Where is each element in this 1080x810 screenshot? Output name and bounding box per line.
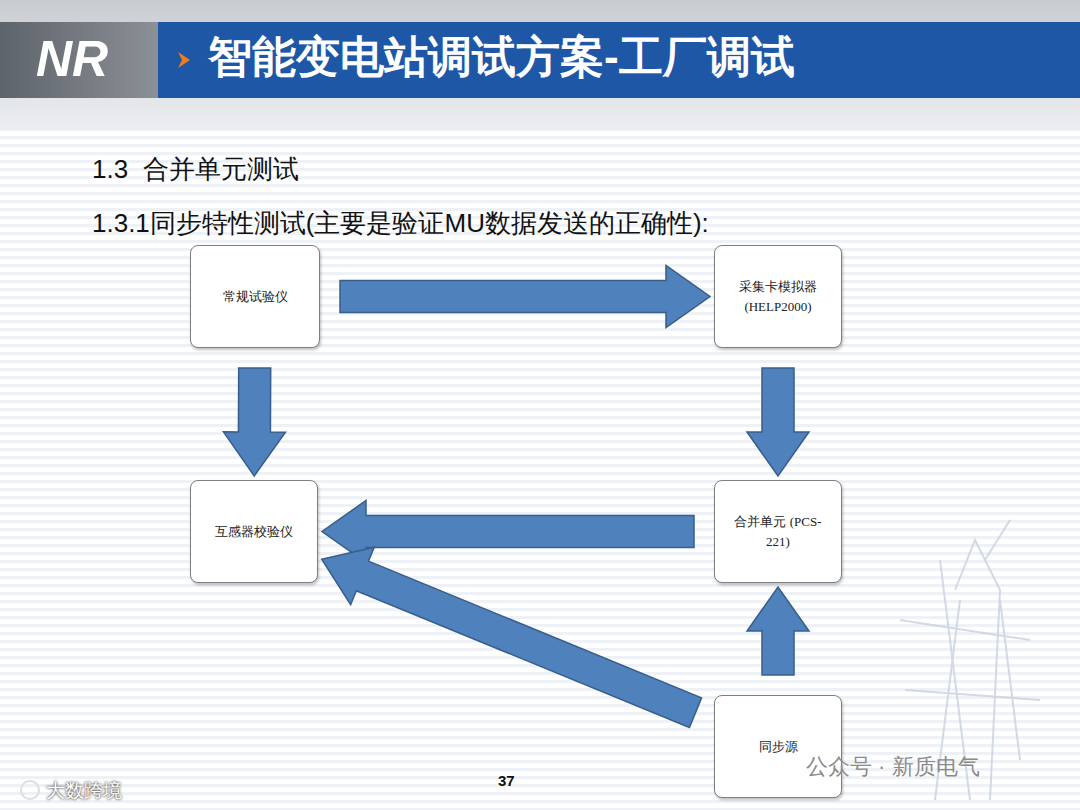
box-label: 常规试验仪 — [223, 287, 288, 307]
process-box: 互感器校验仪 — [190, 480, 318, 583]
title-bar — [158, 22, 1080, 98]
process-box: 合并单元 (PCS-221) — [714, 480, 842, 583]
page-number: 37 — [498, 772, 515, 789]
box-label: 合并单元 (PCS-221) — [726, 512, 830, 551]
box-label: 采集卡模拟器 (HELP2000) — [726, 277, 830, 316]
title-marker — [178, 52, 190, 68]
block-arrow — [747, 587, 809, 675]
block-arrow — [322, 547, 702, 727]
block-arrow — [747, 368, 809, 476]
block-arrow — [340, 266, 710, 328]
section-heading: 1.3 合并单元测试 — [92, 152, 299, 187]
block-arrow — [223, 368, 285, 476]
process-box: 采集卡模拟器 (HELP2000) — [714, 245, 842, 348]
process-box: 常规试验仪 — [190, 245, 320, 348]
company-logo: NR — [36, 30, 108, 88]
box-label: 同步源 — [759, 737, 798, 757]
watermark: 大数跨境 — [46, 778, 122, 804]
process-box: 同步源 — [714, 695, 842, 798]
logo-panel — [0, 22, 158, 98]
subsection-heading: 1.3.1同步特性测试(主要是验证MU数据发送的正确性): — [92, 206, 709, 241]
watermark-icon — [21, 781, 39, 799]
block-arrow — [322, 501, 694, 563]
slide-title: 智能变电站调试方案-工厂调试 — [208, 28, 795, 87]
box-label: 互感器校验仪 — [215, 522, 293, 542]
top-band — [0, 0, 1080, 130]
watermark: 公众号 · 新质电气 — [806, 752, 980, 782]
